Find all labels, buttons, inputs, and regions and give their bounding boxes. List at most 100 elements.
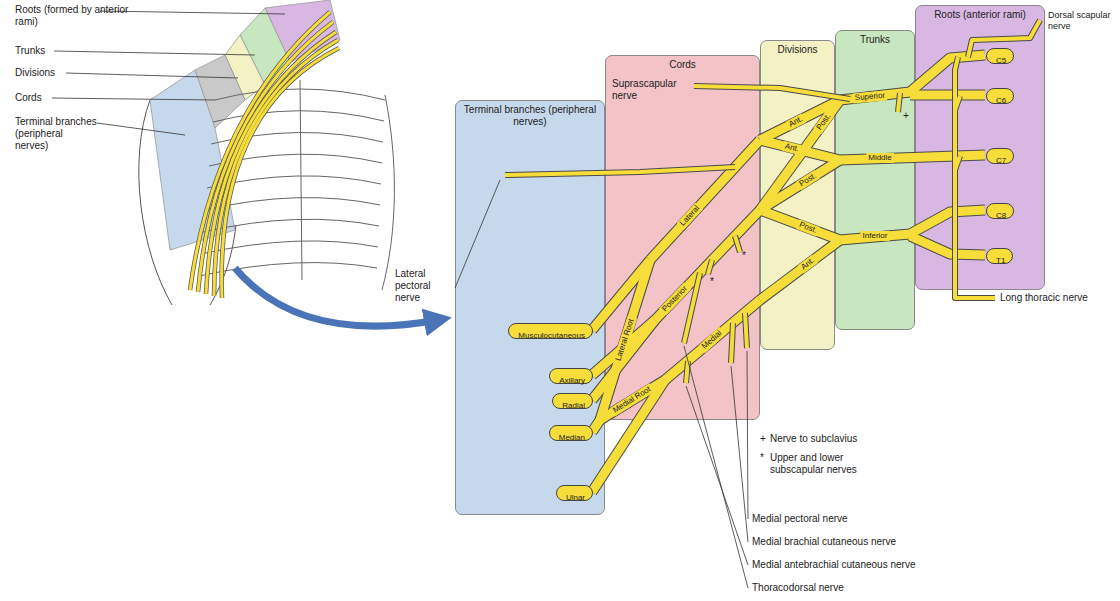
nerve-segment-label: Inferior xyxy=(861,231,890,241)
nerve-end: Axillary xyxy=(549,368,593,384)
nerve-outline xyxy=(760,100,840,210)
nerve-name: Radial xyxy=(562,401,585,410)
part-label: Upper and lower subscapular nerves xyxy=(770,452,866,476)
plexus-strand xyxy=(206,32,336,294)
nerve xyxy=(760,240,840,300)
part-label: Lateral pectoral nerve xyxy=(395,268,455,304)
part-label: Medial antebrachial cutaneous nerve xyxy=(752,559,915,571)
nerve xyxy=(684,273,700,343)
part-label: Dorsal scapular nerve xyxy=(1048,10,1116,32)
nerve-outline xyxy=(745,313,747,348)
nerve xyxy=(665,300,760,380)
nerve-outline xyxy=(760,140,840,160)
nerve-end: C8 xyxy=(986,203,1014,219)
nerve-end: Radial xyxy=(552,393,593,409)
nerve-outline xyxy=(505,167,735,175)
plexus-strands xyxy=(190,12,339,298)
nerve xyxy=(760,160,840,210)
nerve-end: Median xyxy=(549,425,593,441)
nerve-outline xyxy=(760,210,840,240)
nerve-name: C6 xyxy=(996,96,1006,105)
nerve-end: C5 xyxy=(986,48,1014,64)
nerve xyxy=(840,210,985,240)
nerve xyxy=(760,100,840,210)
nerve-outline xyxy=(735,236,740,252)
nerve-segment-label: Middle xyxy=(866,153,894,163)
nerve-outline xyxy=(600,380,665,420)
nerve xyxy=(655,210,760,320)
band-heading: Terminal branches (peripheral nerves) xyxy=(456,101,604,131)
leader-line xyxy=(684,346,748,588)
plexus-strand xyxy=(214,40,338,296)
part-label: Cords xyxy=(15,92,42,104)
nerve-name: Median xyxy=(559,433,585,442)
nerve-outline xyxy=(731,323,733,363)
plexus-region-band: Trunks xyxy=(835,30,915,330)
nerve-outline xyxy=(955,96,960,110)
nerve xyxy=(910,91,985,100)
nerve-outline xyxy=(840,210,985,240)
nerve-outline xyxy=(955,156,960,170)
nerve xyxy=(745,313,747,348)
nerve-outline xyxy=(686,361,688,383)
part-label: Divisions xyxy=(15,67,55,79)
symbol-mark: * xyxy=(710,276,714,288)
nerve-outline xyxy=(665,300,760,380)
nerve xyxy=(955,57,995,298)
symbol-mark: * xyxy=(742,250,746,262)
nerve-outline xyxy=(898,93,900,112)
plexus-region-band: Cords xyxy=(605,55,760,420)
part-label: * xyxy=(760,452,764,464)
nerve-outline xyxy=(910,90,985,101)
nerve-name: T1 xyxy=(996,256,1005,265)
nerve-name: Musculocutaneous xyxy=(518,331,585,340)
leader-line xyxy=(686,386,748,565)
nerve-outline xyxy=(592,260,650,330)
nerve-outline xyxy=(840,155,985,160)
nerve xyxy=(910,236,985,255)
nerve xyxy=(694,86,850,99)
nerve-outline xyxy=(684,273,700,343)
nerve-end: T1 xyxy=(986,248,1013,264)
nerve-outline xyxy=(655,210,760,320)
leader-line xyxy=(455,180,500,288)
nerve xyxy=(650,140,760,260)
nerve-outline xyxy=(760,240,840,300)
nerve-name: Ulnar xyxy=(566,493,585,502)
nerve-name: C8 xyxy=(996,211,1006,220)
rib xyxy=(213,111,384,122)
plexus-region-band: Roots (anterior rami)C5C6C7C8T1 xyxy=(915,5,1045,290)
nerve-outline xyxy=(968,20,1040,57)
rib xyxy=(199,263,377,276)
nerve xyxy=(955,96,960,110)
band-heading: Divisions xyxy=(761,41,834,59)
part-label: + xyxy=(760,433,766,445)
leader-line xyxy=(731,366,748,542)
plexus-strand xyxy=(222,48,339,298)
leader-line xyxy=(747,351,748,519)
nerve-outline xyxy=(592,380,665,492)
symbol-mark: + xyxy=(903,110,909,122)
nerve-name: C5 xyxy=(996,56,1006,65)
nerve-outline xyxy=(955,57,995,298)
nerve-outline xyxy=(694,86,850,99)
band-heading: Trunks xyxy=(836,31,914,49)
part-label: Medial brachial cutaneous nerve xyxy=(752,536,896,548)
band-heading: Cords xyxy=(606,56,759,74)
nerve xyxy=(708,260,712,274)
rib xyxy=(203,219,379,232)
part-label: Terminal branches (peripheral nerves) xyxy=(15,116,97,152)
part-label: Thoracodorsal nerve xyxy=(752,582,844,594)
part-label: Medial pectoral nerve xyxy=(752,513,848,525)
plexus-region-band: Divisions xyxy=(760,40,835,350)
part-label: Nerve to subclavius xyxy=(770,433,857,445)
band-heading: Roots (anterior rami) xyxy=(916,6,1044,24)
nerve xyxy=(968,20,1040,57)
nerve xyxy=(760,210,840,240)
part-label: Suprascapular nerve xyxy=(612,78,690,102)
ribcage-edge xyxy=(382,95,394,290)
nerve-outline xyxy=(760,160,840,210)
